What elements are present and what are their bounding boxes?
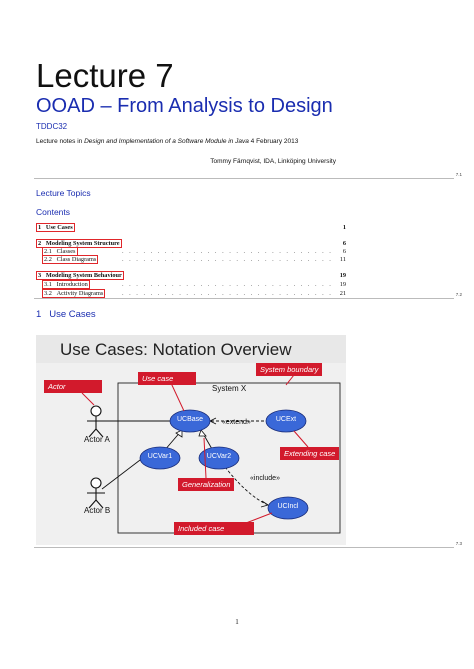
slide-header: Use Cases: Notation Overview: [36, 335, 346, 363]
actor-a-label: Actor A: [84, 435, 110, 444]
tag-generalization: Generalization: [178, 478, 235, 491]
toc-label: Use Cases: [45, 224, 73, 231]
divider: [34, 298, 454, 299]
toc-link[interactable]: 2.2 Class Diagrams: [42, 255, 99, 264]
section-heading: 1 Use Cases: [36, 309, 96, 320]
generalization-arrowhead: [175, 429, 183, 438]
toc-label: Modeling System Behaviour: [45, 272, 122, 279]
use-case-diagram: Use Cases: Notation Overview: [36, 335, 346, 545]
toc-entry[interactable]: 3.1 Introduction . . . . . . . . . . . .…: [42, 280, 346, 289]
toc-number: 2.1: [44, 248, 52, 255]
toc-label: Introduction: [56, 281, 88, 288]
uc-var1-ellipse: [139, 446, 181, 470]
toc-entry[interactable]: 1 Use Cases 1: [36, 223, 346, 232]
toc-entry[interactable]: 3.2 Activity Diagrams . . . . . . . . . …: [42, 289, 346, 298]
tag-pointer: [245, 512, 273, 524]
toc-entry[interactable]: 2.1 Classes . . . . . . . . . . . . . . …: [42, 247, 346, 256]
contents-heading: Contents: [36, 207, 71, 217]
toc-leader: . . . . . . . . . . . . . . . . . . . . …: [122, 256, 332, 263]
page-marker: 7.2: [455, 292, 462, 297]
actor-a-figure: [87, 405, 105, 438]
uc-var1-label: UCVar1: [147, 453, 173, 460]
include-arrowhead: [260, 500, 270, 508]
toc-page: 6: [342, 240, 346, 247]
section-number: 1: [36, 309, 42, 320]
tag-pointer: [81, 392, 95, 406]
course-code: TDDC32: [36, 122, 68, 131]
toc-number: 2.2: [44, 256, 52, 263]
notes-title: Design and Implementation of a Software …: [84, 138, 249, 145]
toc-leader: . . . . . . . . . . . . . . . . . . . . …: [122, 290, 332, 297]
toc-page: 21: [339, 290, 346, 297]
uc-base-label: UCBase: [176, 416, 204, 423]
association-line: [101, 456, 145, 490]
toc-number: 2: [38, 240, 42, 247]
uc-var2-ellipse: [198, 446, 240, 470]
toc-label: Classes: [56, 248, 76, 255]
tag-system-boundary: System boundary: [256, 363, 323, 376]
toc-label: Modeling System Structure: [45, 240, 120, 247]
tag-use-case: Use case: [138, 372, 196, 385]
toc-number: 3.1: [44, 281, 52, 288]
tag-included-case: Included case: [174, 522, 254, 535]
lecture-title: Lecture 7: [36, 57, 174, 94]
toc-link[interactable]: 3.1 Introduction: [42, 280, 90, 289]
page-marker: 7.1: [455, 172, 462, 177]
toc-page: 1: [342, 224, 346, 231]
toc-page: 6: [342, 248, 346, 255]
toc-link[interactable]: 3.2 Activity Diagrams: [42, 289, 106, 298]
toc-link[interactable]: 2 Modeling System Structure: [36, 239, 122, 248]
uc-ext-label: UCExt: [275, 416, 297, 423]
lecture-notes-line: Lecture notes in Design and Implementati…: [36, 138, 298, 145]
uc-base-ellipse: [169, 409, 211, 433]
notes-prefix: Lecture notes in: [36, 138, 83, 145]
toc-page: 19: [339, 281, 346, 288]
tag-pointer: [203, 437, 207, 479]
divider: [34, 178, 454, 179]
actor-b-figure: [87, 477, 105, 509]
system-label: System X: [212, 384, 247, 393]
notes-date: 4 February 2013: [250, 138, 299, 145]
uc-var2-label: UCVar2: [206, 453, 232, 460]
toc-label: Activity Diagrams: [56, 290, 104, 297]
uc-incl-label: UCIncl: [277, 503, 299, 510]
author-line: Tommy Färnqvist, IDA, Linköping Universi…: [210, 158, 336, 165]
toc-link[interactable]: 1 Use Cases: [36, 223, 75, 232]
tag-actor: Actor: [44, 380, 102, 393]
tag-extending-case: Extending case: [280, 447, 340, 460]
page-marker: 7.3: [455, 541, 462, 546]
toc-entry[interactable]: 2 Modeling System Structure 6: [36, 239, 346, 248]
lecture-subtitle: OOAD – From Analysis to Design: [36, 95, 333, 117]
section-title: Use Cases: [49, 309, 96, 320]
tag-pointer: [285, 374, 295, 386]
toc-number: 1: [38, 224, 42, 231]
toc-page: 19: [339, 272, 346, 279]
toc-label: Class Diagrams: [56, 256, 97, 263]
toc-entry[interactable]: 2.2 Class Diagrams . . . . . . . . . . .…: [42, 255, 346, 264]
uc-incl-ellipse: [267, 496, 309, 520]
slide-title: Use Cases: Notation Overview: [60, 340, 292, 359]
toc-number: 3.2: [44, 290, 52, 297]
toc-leader: . . . . . . . . . . . . . . . . . . . . …: [122, 248, 332, 255]
table-of-contents: 1 Use Cases 1 2 Modeling System Structur…: [36, 223, 346, 304]
actor-b-label: Actor B: [84, 506, 111, 515]
toc-leader: . . . . . . . . . . . . . . . . . . . . …: [122, 281, 332, 288]
topics-heading: Lecture Topics: [36, 188, 91, 198]
include-label: «include»: [250, 475, 280, 482]
page-number: 1: [235, 618, 239, 626]
divider: [34, 547, 454, 548]
toc-link[interactable]: 2.1 Classes: [42, 247, 78, 256]
generalization-arrowhead: [198, 429, 207, 437]
toc-link[interactable]: 3 Modeling System Behaviour: [36, 271, 124, 280]
uc-ext-ellipse: [265, 409, 307, 433]
toc-entry[interactable]: 3 Modeling System Behaviour 19: [36, 271, 346, 280]
tag-pointer: [170, 382, 185, 412]
extend-label: «extend»: [222, 419, 251, 426]
toc-page: 11: [339, 256, 346, 263]
toc-number: 3: [38, 272, 42, 279]
tag-pointer: [293, 430, 309, 448]
